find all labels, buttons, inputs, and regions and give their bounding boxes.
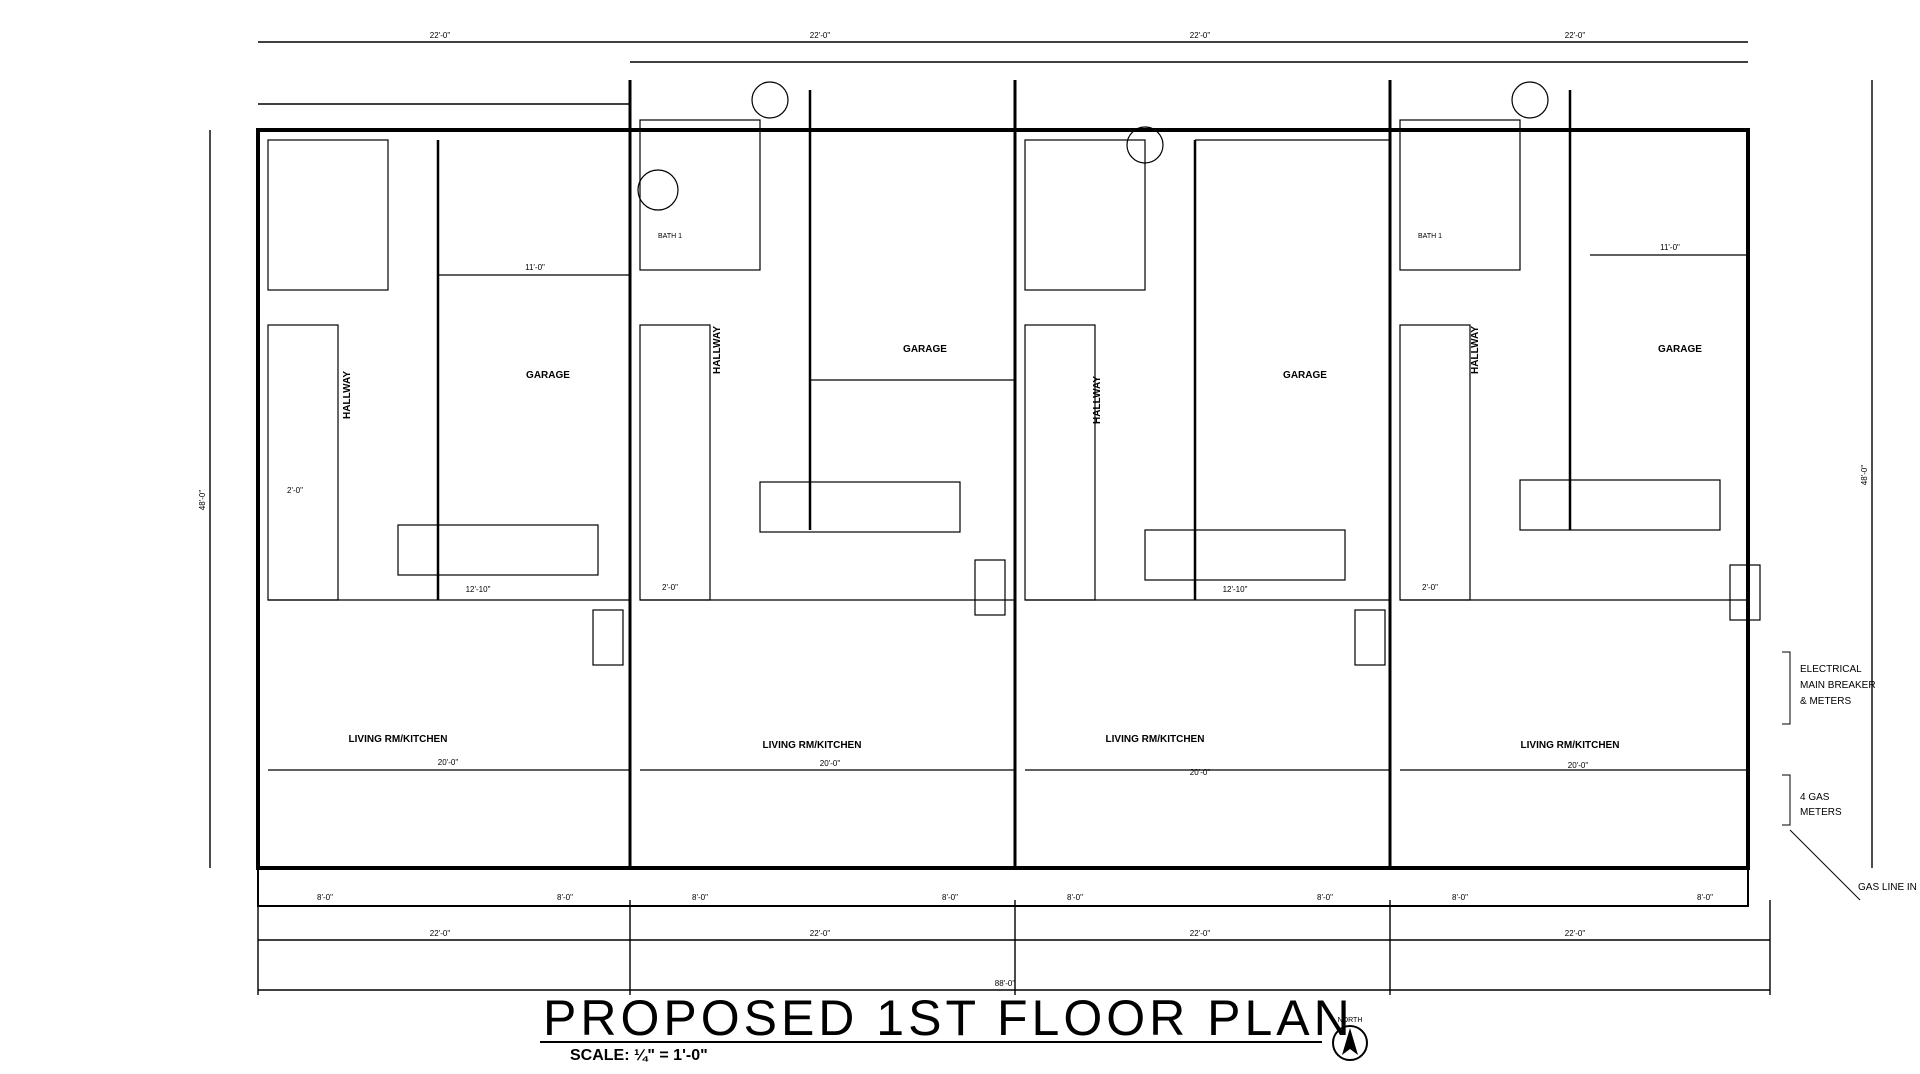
unit-range (1354, 609, 1386, 666)
unit-range (974, 559, 1006, 616)
unit-kitchen-counter (759, 481, 961, 533)
dim-top-unit-4: 22'-0" (1565, 31, 1586, 40)
unit-door-swing (1511, 81, 1549, 119)
unit-door-swing (1126, 126, 1164, 164)
dim-garage-width-4: 11'-0" (1660, 243, 1680, 252)
dim-segment-8: 8'-0" (1697, 893, 1713, 902)
unit-1 (267, 139, 679, 771)
gas-note-bracket (1782, 774, 1791, 826)
unit-stair (639, 324, 711, 601)
garage-label-3: GARAGE (1283, 370, 1327, 381)
dim-top-unit-2: 22'-0" (810, 31, 831, 40)
unit-kitchen-counter (1144, 529, 1346, 581)
dim-unit-width-4: 22'-0" (1565, 929, 1586, 938)
unit-bath (267, 139, 389, 291)
unit-2 (639, 81, 1015, 771)
dim-garage-width-1: 11'-0" (525, 263, 545, 272)
dim-kitchen-width-1: 12'-10" (466, 585, 491, 594)
dim-kitchen-width-3: 12'-10" (1223, 585, 1248, 594)
hallway-label-4: HALLWAY (1470, 326, 1481, 374)
living-label-1: LIVING RM/KITCHEN (349, 734, 448, 745)
gas-line-note: GAS LINE IN (1858, 882, 1917, 893)
dim-living-width-3: 20'-0" (1190, 768, 1211, 777)
dim-stair-2: 2'-0" (662, 583, 678, 592)
dim-top-unit-1: 22'-0" (430, 31, 451, 40)
dim-segment-5: 8'-0" (1067, 893, 1083, 902)
dim-living-width-2: 20'-0" (820, 759, 841, 768)
unit-bath (1399, 119, 1521, 271)
electrical-note-bracket (1782, 651, 1791, 725)
north-arrow-icon (1332, 1025, 1368, 1061)
unit-kitchen-counter (397, 524, 599, 576)
dim-segment-2: 8'-0" (557, 893, 573, 902)
unit-stair (1399, 324, 1471, 601)
dim-stair-4: 2'-0" (1422, 583, 1438, 592)
dim-living-width-1: 20'-0" (438, 758, 459, 767)
hallway-label-3: HALLWAY (1092, 376, 1103, 424)
unit-kitchen-counter (1519, 479, 1721, 531)
unit-range (1729, 564, 1761, 621)
units-group (267, 81, 1761, 771)
living-label-3: LIVING RM/KITCHEN (1106, 734, 1205, 745)
unit-door-swing (637, 169, 679, 211)
living-label-2: LIVING RM/KITCHEN (763, 740, 862, 751)
living-label-4: LIVING RM/KITCHEN (1521, 740, 1620, 751)
dim-unit-width-1: 22'-0" (430, 929, 451, 938)
unit-3 (1024, 126, 1390, 771)
dim-segment-3: 8'-0" (692, 893, 708, 902)
electrical-note-line-3: & METERS (1800, 696, 1851, 707)
gas-line-leader (1789, 829, 1861, 901)
garage-label-1: GARAGE (526, 370, 570, 381)
dim-segment-7: 8'-0" (1452, 893, 1468, 902)
dim-depth-right: 48'-0" (1860, 465, 1869, 486)
garage-label-2: GARAGE (903, 344, 947, 355)
gas-meters-note-line-2: METERS (1800, 807, 1842, 818)
dim-segment-1: 8'-0" (317, 893, 333, 902)
unit-bath (1024, 139, 1146, 291)
dim-overall-width: 88'-0" (995, 979, 1016, 988)
gas-meters-note-line-1: 4 GAS (1800, 792, 1830, 803)
electrical-note-line-2: MAIN BREAKER (1800, 680, 1876, 691)
dim-segment-4: 8'-0" (942, 893, 958, 902)
unit-bath (639, 119, 761, 271)
north-label: NORTH (1338, 1017, 1363, 1024)
dim-stair-1: 2'-0" (287, 486, 303, 495)
garage-label-4: GARAGE (1658, 344, 1702, 355)
dim-segment-6: 8'-0" (1317, 893, 1333, 902)
unit-door-swing (751, 81, 789, 119)
bath-label-2: BATH 1 (658, 233, 682, 240)
scale-label: SCALE: ¼" = 1'-0" (570, 1047, 708, 1064)
hallway-label-1: HALLWAY (342, 371, 353, 419)
bath-label-4: BATH 1 (1418, 233, 1442, 240)
unit-4 (1399, 81, 1761, 771)
electrical-note-line-1: ELECTRICAL (1800, 664, 1862, 675)
unit-stair (267, 324, 339, 601)
hallway-label-2: HALLWAY (712, 326, 723, 374)
dim-living-width-4: 20'-0" (1568, 761, 1589, 770)
dim-unit-width-3: 22'-0" (1190, 929, 1211, 938)
building-outline (256, 128, 1750, 870)
page-title: PROPOSED 1ST FLOOR PLAN (543, 990, 1354, 1046)
unit-range (592, 609, 624, 666)
dim-top-unit-3: 22'-0" (1190, 31, 1211, 40)
front-porch (257, 867, 1749, 907)
dim-unit-width-2: 22'-0" (810, 929, 831, 938)
dim-depth-left: 48'-0" (198, 490, 207, 511)
unit-stair (1024, 324, 1096, 601)
